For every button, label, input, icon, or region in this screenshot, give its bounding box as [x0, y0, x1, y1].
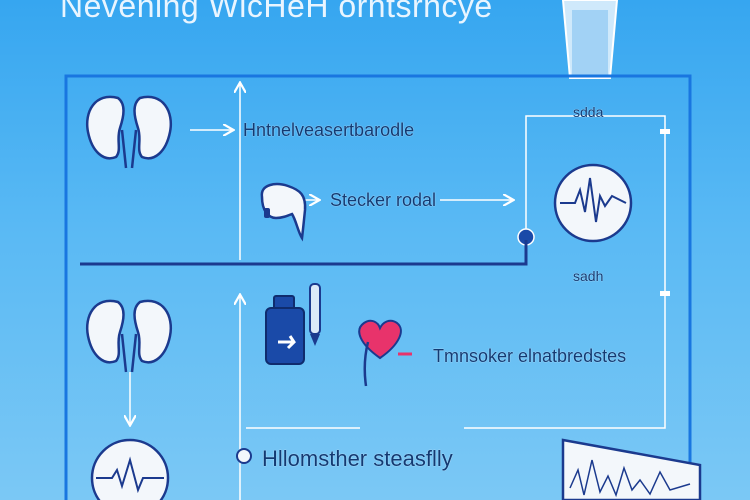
- diagram-frame: [64, 74, 692, 500]
- kidney-icon: [85, 95, 173, 169]
- top-row-label: Hntnelveasertbarodle: [243, 120, 415, 140]
- middle-row-label: Stecker rodal: [330, 190, 437, 210]
- right-top-label: sdda: [573, 104, 604, 120]
- diagram-title: Nevening WicHeH orhtsrncye: [60, 0, 493, 24]
- right-middle-label: sadh: [573, 268, 604, 284]
- heart-icon: [358, 319, 412, 387]
- divider-line: [80, 240, 528, 266]
- heart-row-label: Tmnsoker elnatbredstes: [433, 346, 627, 366]
- tooth-icon: [260, 182, 307, 242]
- medicine-bottle-icon: [265, 295, 305, 365]
- ecg-circle-icon: [553, 163, 633, 243]
- kidney-icon: [85, 299, 173, 373]
- pen-icon: [309, 283, 321, 346]
- bottom-row-label: Hllomsther steasflly: [262, 446, 453, 471]
- node-circle: [236, 448, 252, 464]
- loop-connector: [464, 115, 666, 429]
- water-glass-icon: [561, 0, 619, 79]
- ecg-circle-icon: [90, 438, 170, 500]
- ecg-chart-icon: [561, 438, 702, 500]
